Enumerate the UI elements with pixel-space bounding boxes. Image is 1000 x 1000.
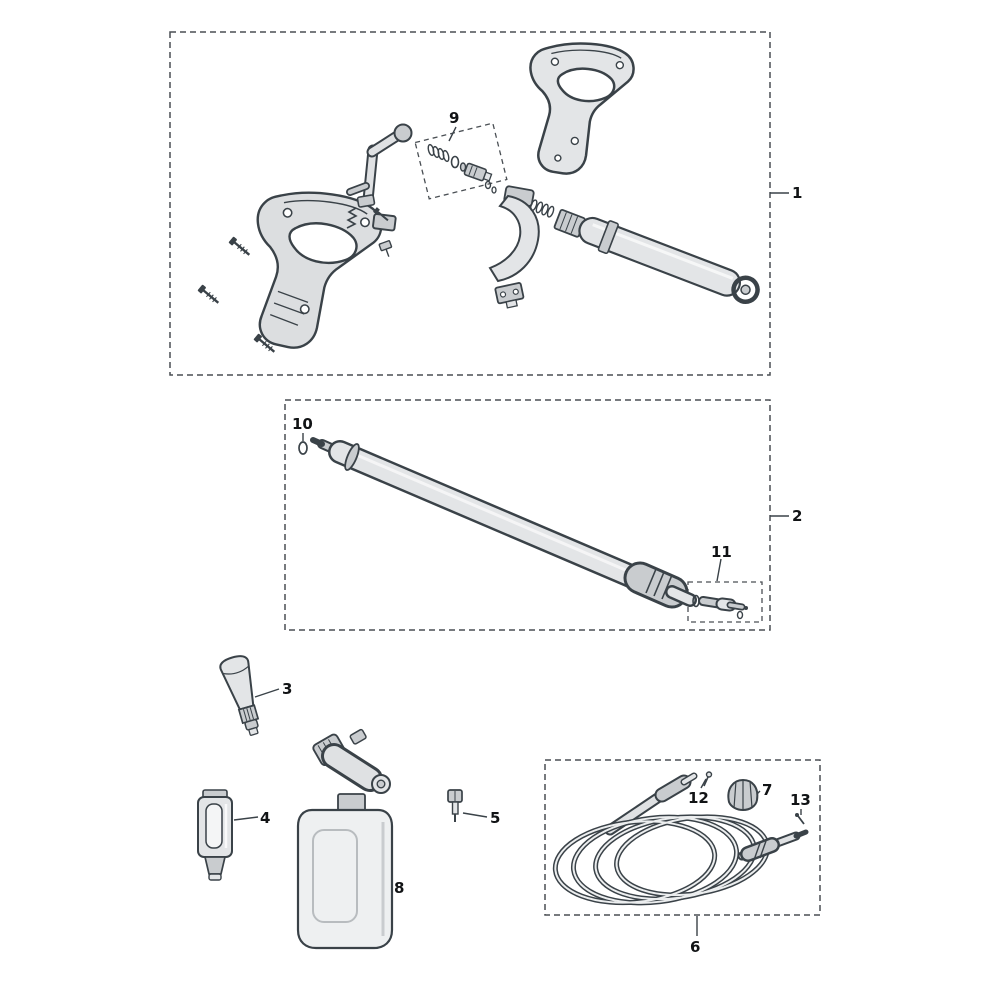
callout-4: 4 (260, 809, 271, 827)
gun-outlet-tube (530, 199, 760, 305)
callout-5: 5 (490, 809, 501, 827)
group-9-boundary (414, 122, 508, 200)
callout-1: 1 (792, 184, 803, 202)
gun-outlet-stub (372, 213, 397, 232)
tube-hose-ring (731, 275, 760, 305)
group-1-boundary (169, 31, 771, 376)
latch-plate (494, 282, 525, 309)
kit-valve-body (463, 162, 493, 182)
tube-spring (530, 199, 555, 218)
callout-2: 2 (792, 507, 803, 525)
screw-boss (615, 60, 625, 70)
group-2-boundary (284, 399, 771, 631)
small-pin (373, 207, 389, 222)
valve-nut (356, 194, 376, 208)
ribbed-cap (727, 778, 759, 812)
valve-spring (346, 207, 358, 229)
nozzle-insert (692, 594, 748, 620)
callout-8: 8 (394, 879, 405, 897)
group-6-boundary (544, 759, 821, 916)
gun-housing-left-half (256, 191, 397, 349)
callout-7: 7 (762, 781, 773, 799)
screw (197, 284, 220, 304)
small-nozzle-insert (447, 789, 463, 822)
leader-line-3 (254, 688, 280, 698)
leader-line-5 (462, 812, 488, 818)
leader-line-4 (233, 816, 259, 821)
tube-collar (597, 220, 619, 255)
cone-nozzle (219, 655, 260, 736)
kit-small-ring (484, 180, 492, 190)
callout-11: 11 (711, 543, 732, 561)
bottle-body (296, 808, 394, 950)
housing-screws (197, 236, 276, 353)
leader-line-12 (700, 778, 707, 789)
callout-10: 10 (292, 415, 313, 433)
bottle-neck (337, 793, 366, 812)
screw-boss (550, 57, 560, 66)
foam-sprayer-knob (349, 728, 367, 745)
kit-washer (459, 162, 467, 172)
callout-12: 12 (688, 789, 709, 807)
grip-texture (269, 290, 309, 326)
trigger-lever (488, 194, 540, 283)
kit-spring (427, 143, 450, 163)
leader-line-11 (716, 558, 722, 582)
kit-small-ring (491, 186, 497, 194)
small-bracket (378, 240, 393, 257)
callout-13: 13 (790, 791, 811, 809)
trigger-assembly (488, 185, 540, 283)
lance-o-ring (298, 441, 308, 455)
foam-sprayer (296, 728, 394, 950)
adjustable-nozzle (197, 789, 233, 881)
screw (253, 333, 276, 353)
callout-3: 3 (282, 680, 293, 698)
high-pressure-hose (552, 771, 809, 906)
valve-elbow-assembly (346, 123, 413, 257)
kit-o-ring (450, 155, 460, 169)
lance-collar (344, 443, 360, 471)
hose-end-pin (795, 813, 805, 825)
lance-tube (310, 437, 697, 609)
screw-boss (554, 154, 562, 162)
callout-6: 6 (690, 938, 701, 956)
valve-kit-parts (427, 143, 497, 194)
screw (228, 236, 251, 256)
valve-ball-end (393, 123, 413, 143)
leader-line-9 (448, 126, 457, 142)
hose-pin (703, 771, 713, 787)
callout-9: 9 (449, 109, 460, 127)
screw-boss (570, 136, 579, 146)
gun-housing-right-half (529, 42, 635, 175)
bottle-label-panel (312, 829, 358, 923)
